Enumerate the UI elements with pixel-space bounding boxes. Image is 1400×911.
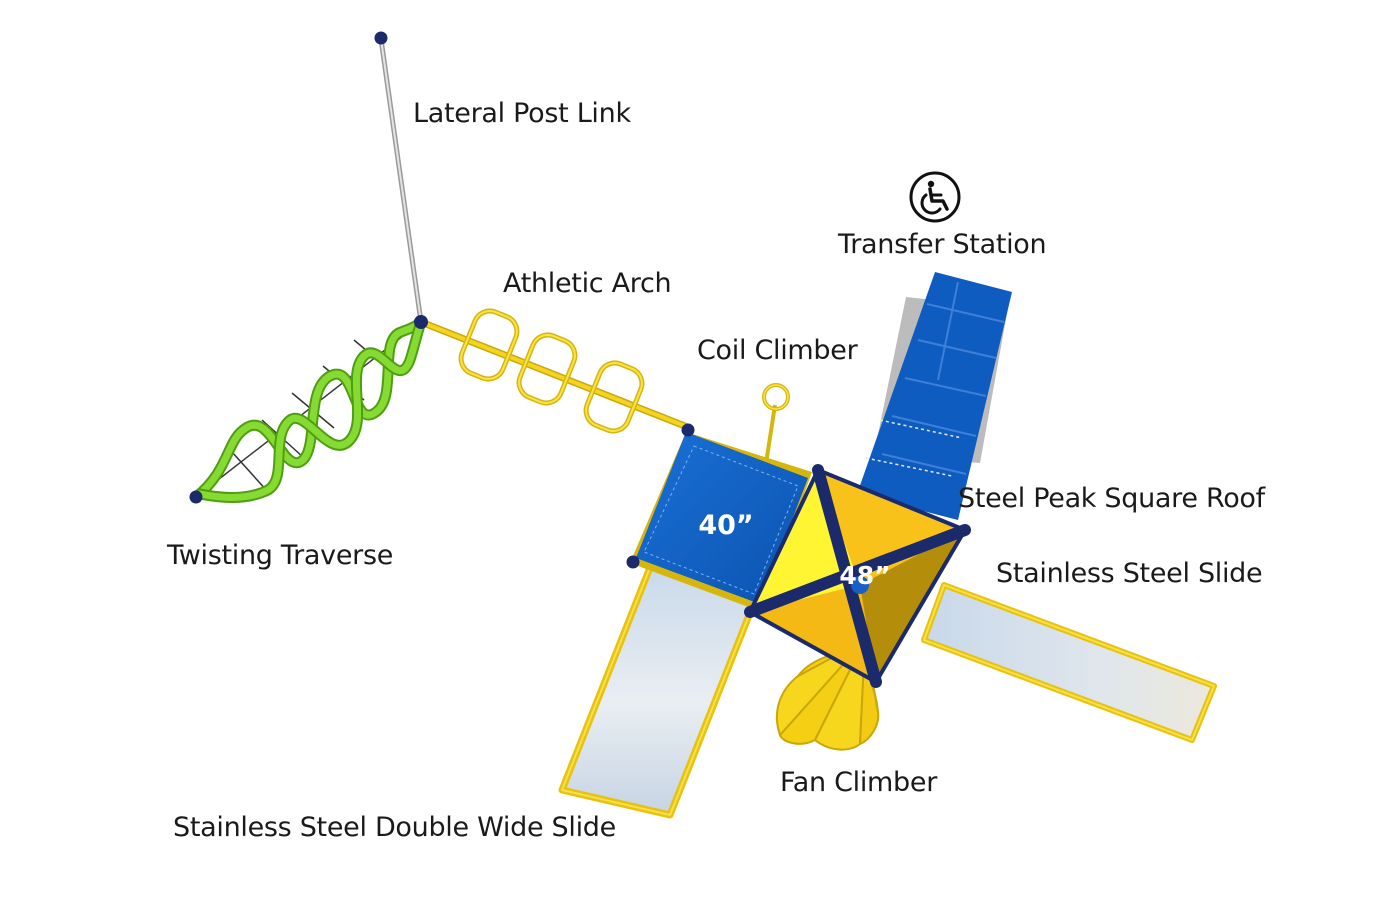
transfer-station (857, 272, 1012, 520)
double-wide-slide (558, 561, 765, 819)
steel-peak-square-roof: 48” (744, 464, 971, 688)
wheelchair-icon (909, 171, 961, 223)
label-twisting-traverse: Twisting Traverse (167, 540, 394, 571)
post-cap (189, 490, 203, 504)
label-transfer-station: Transfer Station (838, 229, 1047, 260)
twisting-traverse (189, 316, 427, 504)
label-double-wide-slide: Stainless Steel Double Wide Slide (173, 812, 616, 843)
label-athletic-arch: Athletic Arch (503, 268, 672, 299)
post-cap (626, 555, 640, 569)
label-steel-peak-square-roof: Steel Peak Square Roof (958, 483, 1265, 514)
coil-climber (762, 383, 790, 471)
post-cap (681, 423, 695, 437)
label-stainless-steel-slide: Stainless Steel Slide (996, 558, 1263, 589)
label-coil-climber: Coil Climber (697, 335, 858, 366)
stainless-steel-slide (921, 582, 1217, 743)
lateral-post-link (374, 31, 424, 325)
label-fan-climber: Fan Climber (780, 767, 937, 798)
label-lateral-post-link: Lateral Post Link (413, 98, 631, 129)
post-cap (374, 31, 388, 45)
deck-48-height: 48” (839, 561, 890, 590)
post-cap (414, 315, 428, 329)
deck-40: 40” (626, 423, 812, 612)
athletic-arch (414, 308, 694, 434)
deck-40-height: 40” (698, 510, 753, 541)
